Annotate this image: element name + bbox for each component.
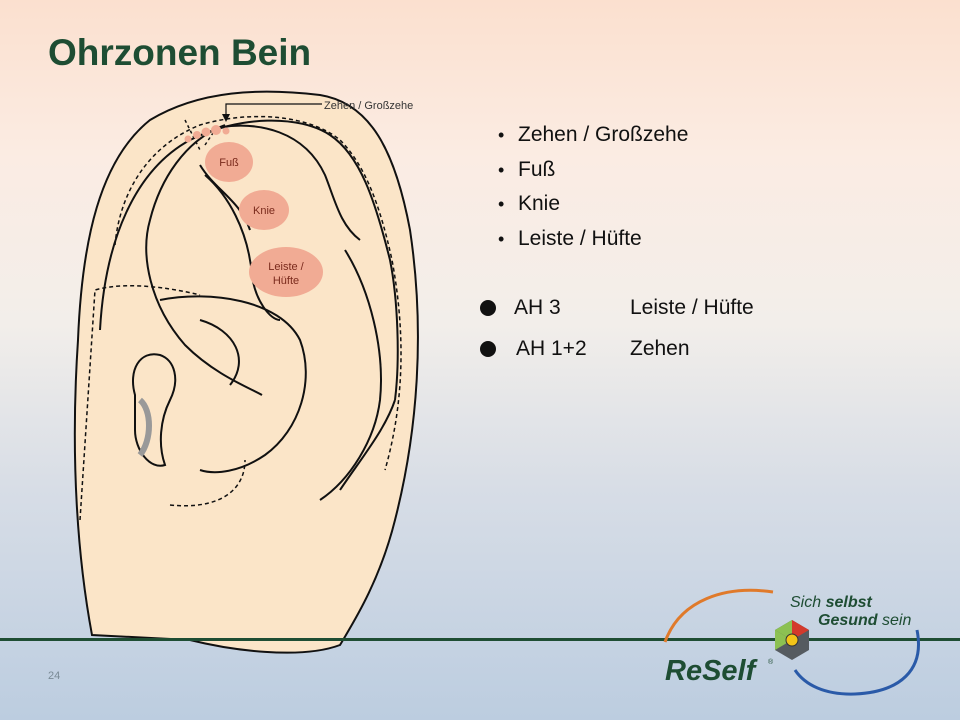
zone-knie <box>239 190 289 230</box>
ah-text: Zehen <box>630 337 690 360</box>
ah-code: AH 3 <box>514 296 561 319</box>
zone-knie-label: Knie <box>253 205 275 217</box>
zone-bullet-list: •Zehen / Großzehe •Fuß •Knie •Leiste / H… <box>498 118 688 256</box>
zone-leiste-label-2: Hüfte <box>273 275 299 287</box>
callout-line <box>225 103 322 118</box>
bullet-item: •Fuß <box>498 157 556 181</box>
ah-point-row: AH 1+2 Zehen <box>480 337 690 361</box>
bullet-item: •Leiste / Hüfte <box>498 226 642 250</box>
callout-label: Zehen / Großzehe <box>324 100 413 112</box>
zone-fuss <box>205 142 253 182</box>
ah-point-row: AH 3 Leiste / Hüfte <box>480 296 754 320</box>
ah-text: Leiste / Hüfte <box>630 296 754 319</box>
slide-title: Ohrzonen Bein <box>48 32 312 73</box>
logo-hexagon-icon <box>775 620 809 660</box>
bullet-item: •Zehen / Großzehe <box>498 123 689 147</box>
ah-code: AH 1+2 <box>516 337 587 360</box>
page-number: 24 <box>48 670 61 682</box>
toe-points <box>184 125 230 143</box>
point-marker-icon <box>480 300 496 316</box>
bullet-item: •Knie <box>498 192 561 216</box>
logo-slogan-line1: Sich selbst <box>790 594 872 611</box>
logo-brand: ReSelf <box>665 655 759 687</box>
reself-logo: ReSelf ® Sich selbst Gesund sein <box>663 588 920 696</box>
zone-leiste-huefte <box>249 247 323 297</box>
point-marker-icon <box>480 341 496 357</box>
ear-outline <box>73 90 419 654</box>
zone-leiste-label-1: Leiste / <box>268 261 304 273</box>
logo-registered: ® <box>768 658 774 666</box>
footer-rule <box>0 638 960 641</box>
zone-fuss-label: Fuß <box>219 157 239 169</box>
logo-slogan-line2: Gesund sein <box>818 612 911 629</box>
